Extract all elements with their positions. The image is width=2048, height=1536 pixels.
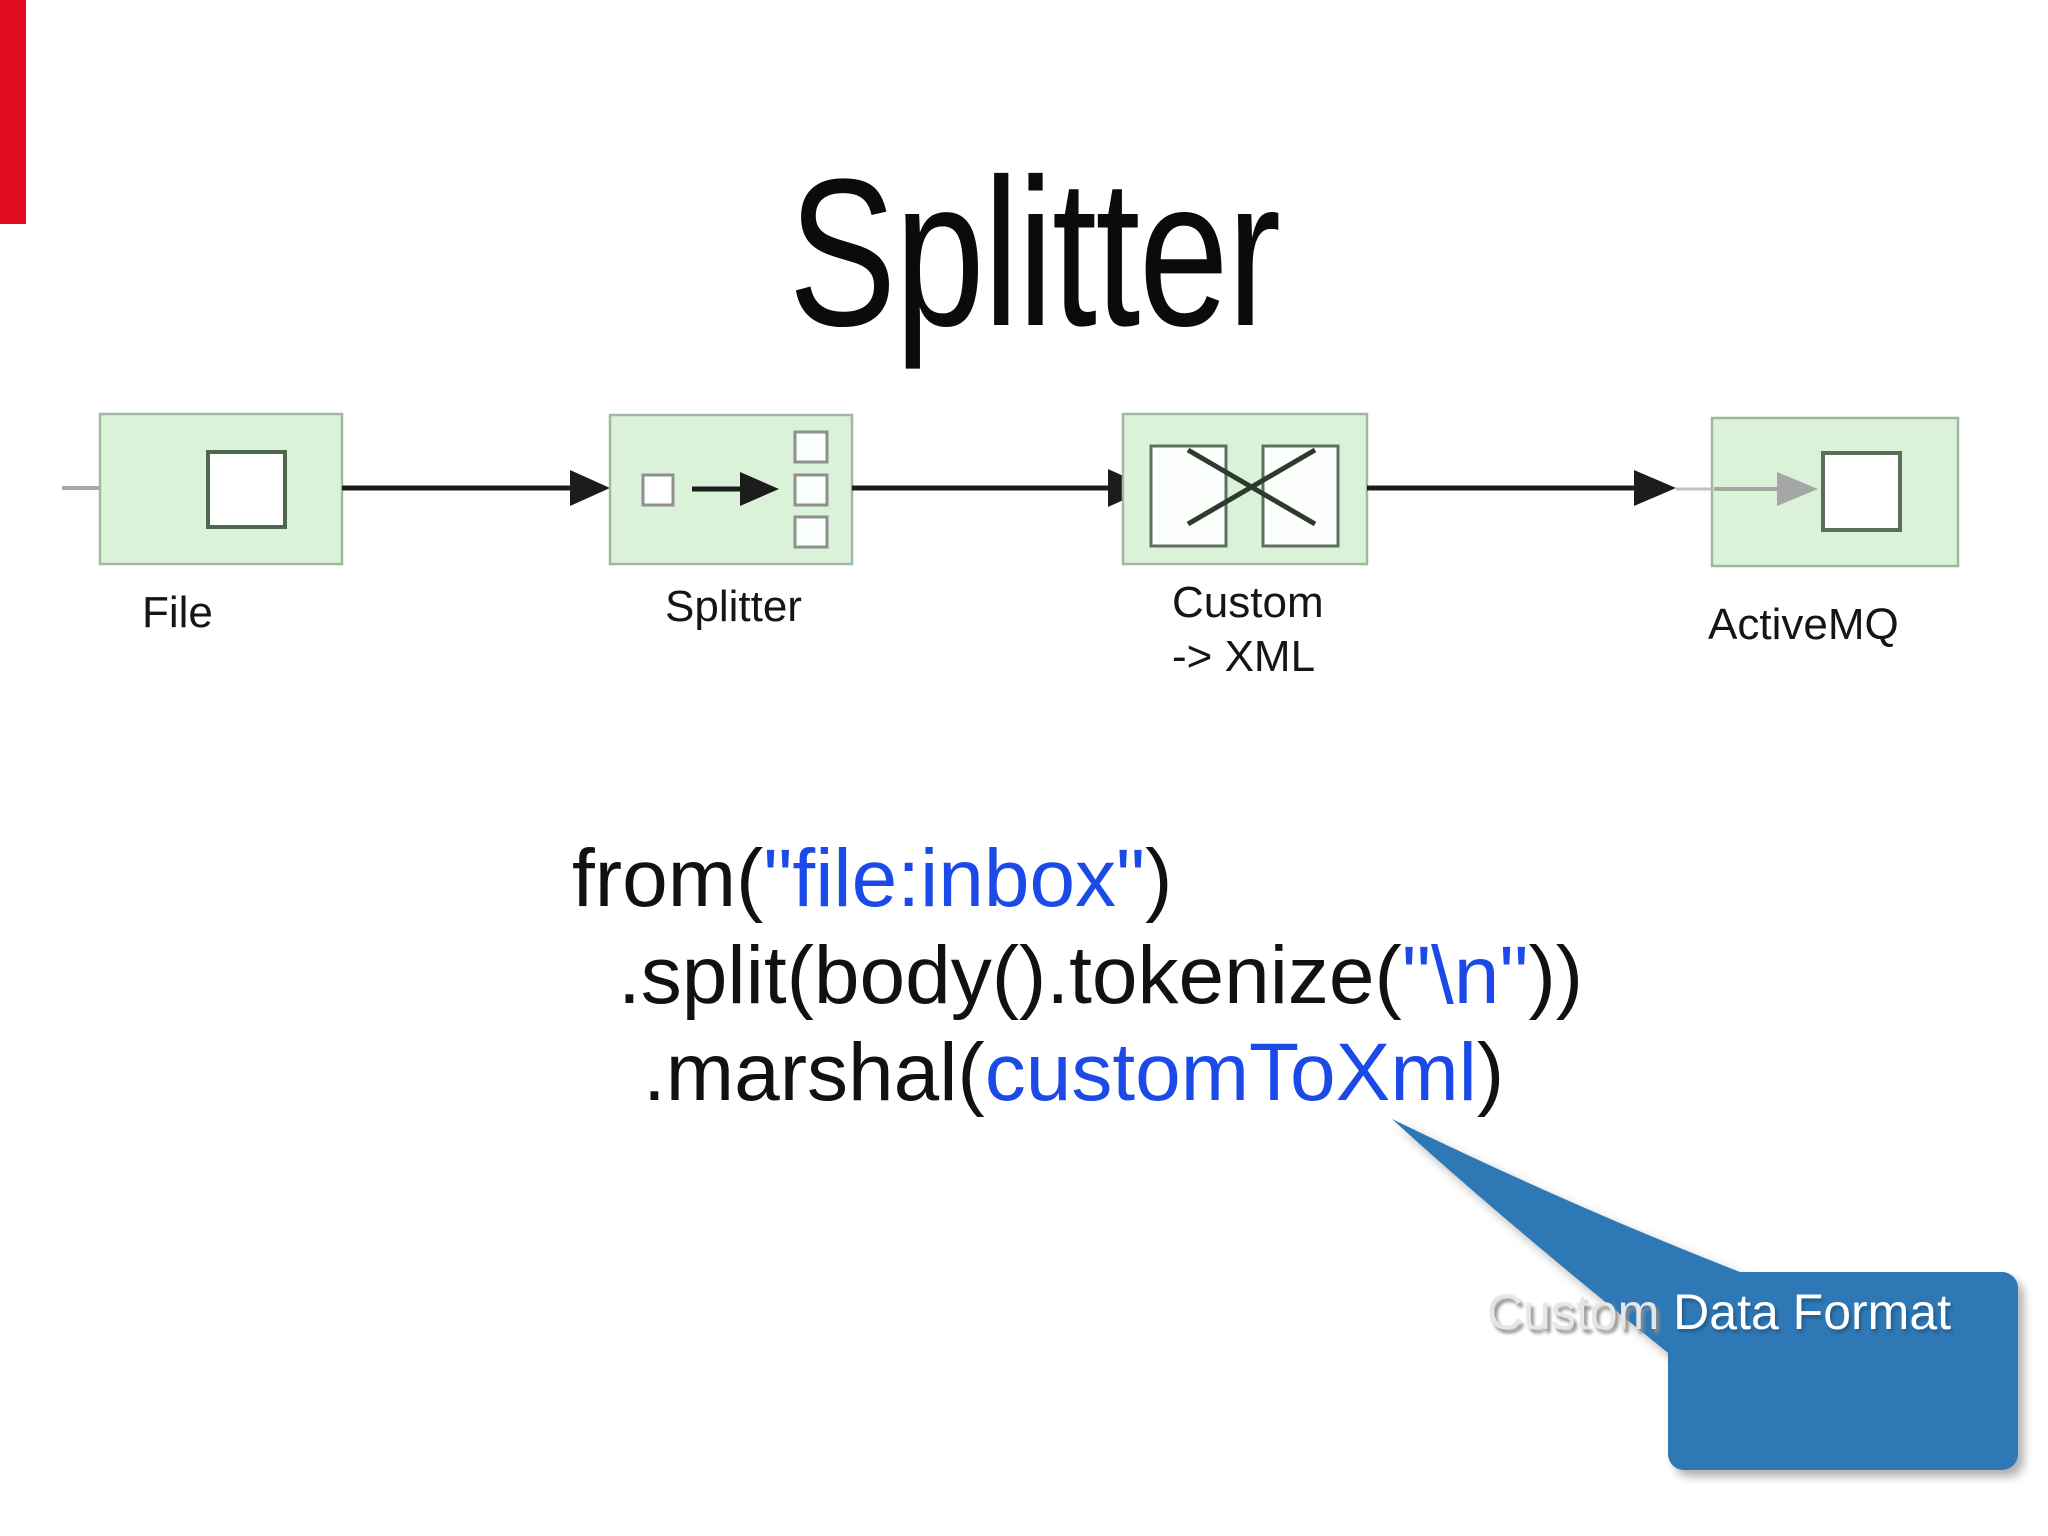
callout-pointer-wedge — [1392, 1119, 1750, 1356]
translator-left-pane-icon — [1149, 444, 1228, 548]
file-node-box — [98, 412, 344, 566]
custom-label-line1: Custom — [1172, 578, 1324, 627]
custom-label-line2: -> XML — [1172, 632, 1316, 681]
code-seg-token-literal: "\n" — [1401, 930, 1529, 1021]
code-seg: ) — [1145, 833, 1173, 924]
code-seg: .marshal( — [643, 1027, 985, 1118]
callout-box — [1668, 1272, 2018, 1470]
file-message-square-icon — [206, 450, 287, 529]
translator-x-stroke-2 — [1186, 447, 1317, 527]
activemq-node-label: ActiveMQ — [1708, 600, 1899, 649]
activemq-message-square-icon — [1821, 451, 1902, 532]
camel-route-code: from("file:inbox") .split(body().tokeniz… — [572, 830, 1583, 1121]
file-node-label: File — [142, 588, 213, 637]
code-seg-endpoint-uri: "file:inbox" — [763, 833, 1146, 924]
arrow-splitter-to-custom — [852, 469, 1150, 507]
code-seg-dataformat-ref: customToXml — [984, 1027, 1477, 1118]
arrow-file-to-splitter — [342, 470, 610, 506]
callout-label: Custom Data Format — [1487, 1284, 1951, 1340]
code-seg: from( — [572, 833, 764, 924]
slide-title: Splitter — [788, 135, 1281, 370]
splitter-node-box — [608, 413, 854, 566]
code-line-2: .split(body().tokenize("\n")) — [572, 927, 1583, 1024]
code-seg: ) — [1476, 1027, 1505, 1118]
code-seg: .split(body().tokenize( — [618, 930, 1402, 1021]
code-line-1: from("file:inbox") — [572, 830, 1583, 927]
splitter-output-square-2-icon — [793, 473, 829, 507]
custom-to-xml-node-box — [1121, 412, 1369, 566]
callout-label-ghost-part: Custom — [1487, 1284, 1674, 1340]
splitter-input-square-icon — [641, 473, 675, 507]
custom-to-xml-node-label: Custom -> XML — [1172, 576, 1324, 684]
arrow-custom-to-activemq — [1367, 470, 1714, 506]
red-accent-bar — [0, 0, 26, 224]
splitter-output-square-1-icon — [793, 430, 829, 464]
callout-label-onbox-part: Data Format — [1673, 1284, 1952, 1340]
splitter-output-square-3-icon — [793, 515, 829, 549]
splitter-node-label: Splitter — [665, 582, 802, 631]
activemq-node-box — [1710, 416, 1960, 568]
code-line-3: .marshal(customToXml) — [572, 1024, 1583, 1121]
code-seg: )) — [1528, 930, 1584, 1021]
